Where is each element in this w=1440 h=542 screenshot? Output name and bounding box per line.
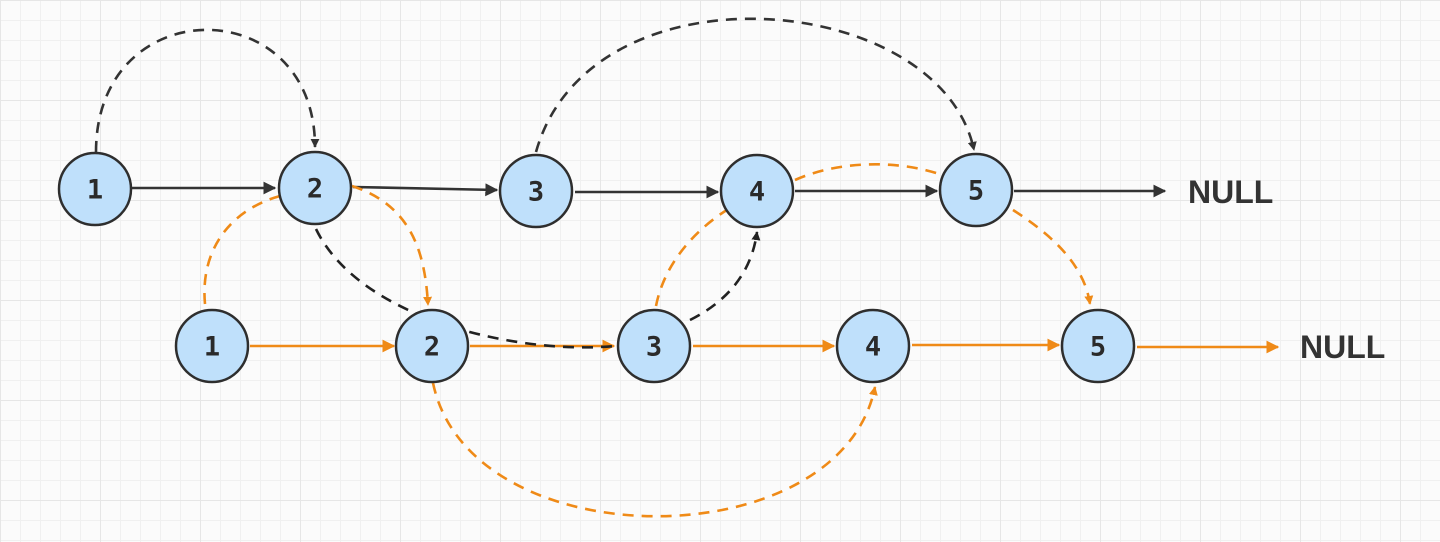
svg-text:5: 5 bbox=[1090, 332, 1106, 363]
top-null-label: NULL bbox=[1188, 174, 1273, 210]
bottom-node-5: 5 bbox=[1060, 308, 1136, 384]
bottom-node-3: 3 bbox=[616, 308, 692, 384]
dashed-edge-bottom2-bottom4 bbox=[431, 382, 878, 518]
svg-text:2: 2 bbox=[424, 332, 440, 363]
svg-text:4: 4 bbox=[749, 177, 765, 208]
svg-text:3: 3 bbox=[528, 177, 544, 208]
dashed-edge-top5-bottom5 bbox=[1012, 208, 1094, 305]
dashed-edge-top3-top5 bbox=[534, 17, 977, 153]
dashed-edge-bottom3-top4 bbox=[689, 231, 761, 322]
top-node-5: 5 bbox=[938, 152, 1014, 228]
dashed-edge-bottom3-top4-orange bbox=[654, 203, 736, 307]
dashed-edge-top2-bottom3 bbox=[314, 228, 616, 349]
top-node-1: 1 bbox=[57, 151, 133, 227]
top-node-3: 3 bbox=[498, 153, 574, 229]
bottom-node-1: 1 bbox=[174, 308, 250, 384]
svg-text:1: 1 bbox=[204, 332, 220, 363]
dashed-edge-bottom1-top2 bbox=[203, 194, 281, 305]
svg-text:2: 2 bbox=[307, 174, 323, 205]
svg-text:3: 3 bbox=[646, 332, 662, 363]
svg-text:4: 4 bbox=[865, 332, 881, 363]
top-node-4: 4 bbox=[719, 153, 795, 229]
top-node-2: 2 bbox=[277, 150, 353, 226]
svg-text:5: 5 bbox=[968, 176, 984, 207]
dashed-edge-top4-top5 bbox=[794, 163, 943, 182]
top-edge-2-3 bbox=[352, 183, 499, 197]
svg-text:1: 1 bbox=[87, 175, 103, 206]
bottom-node-2: 2 bbox=[394, 308, 470, 384]
bottom-node-4: 4 bbox=[835, 308, 911, 384]
bottom-null-label: NULL bbox=[1300, 329, 1385, 365]
dashed-edge-top1-top2 bbox=[94, 28, 320, 153]
dashed-edge-top2-bottom2 bbox=[351, 184, 433, 306]
